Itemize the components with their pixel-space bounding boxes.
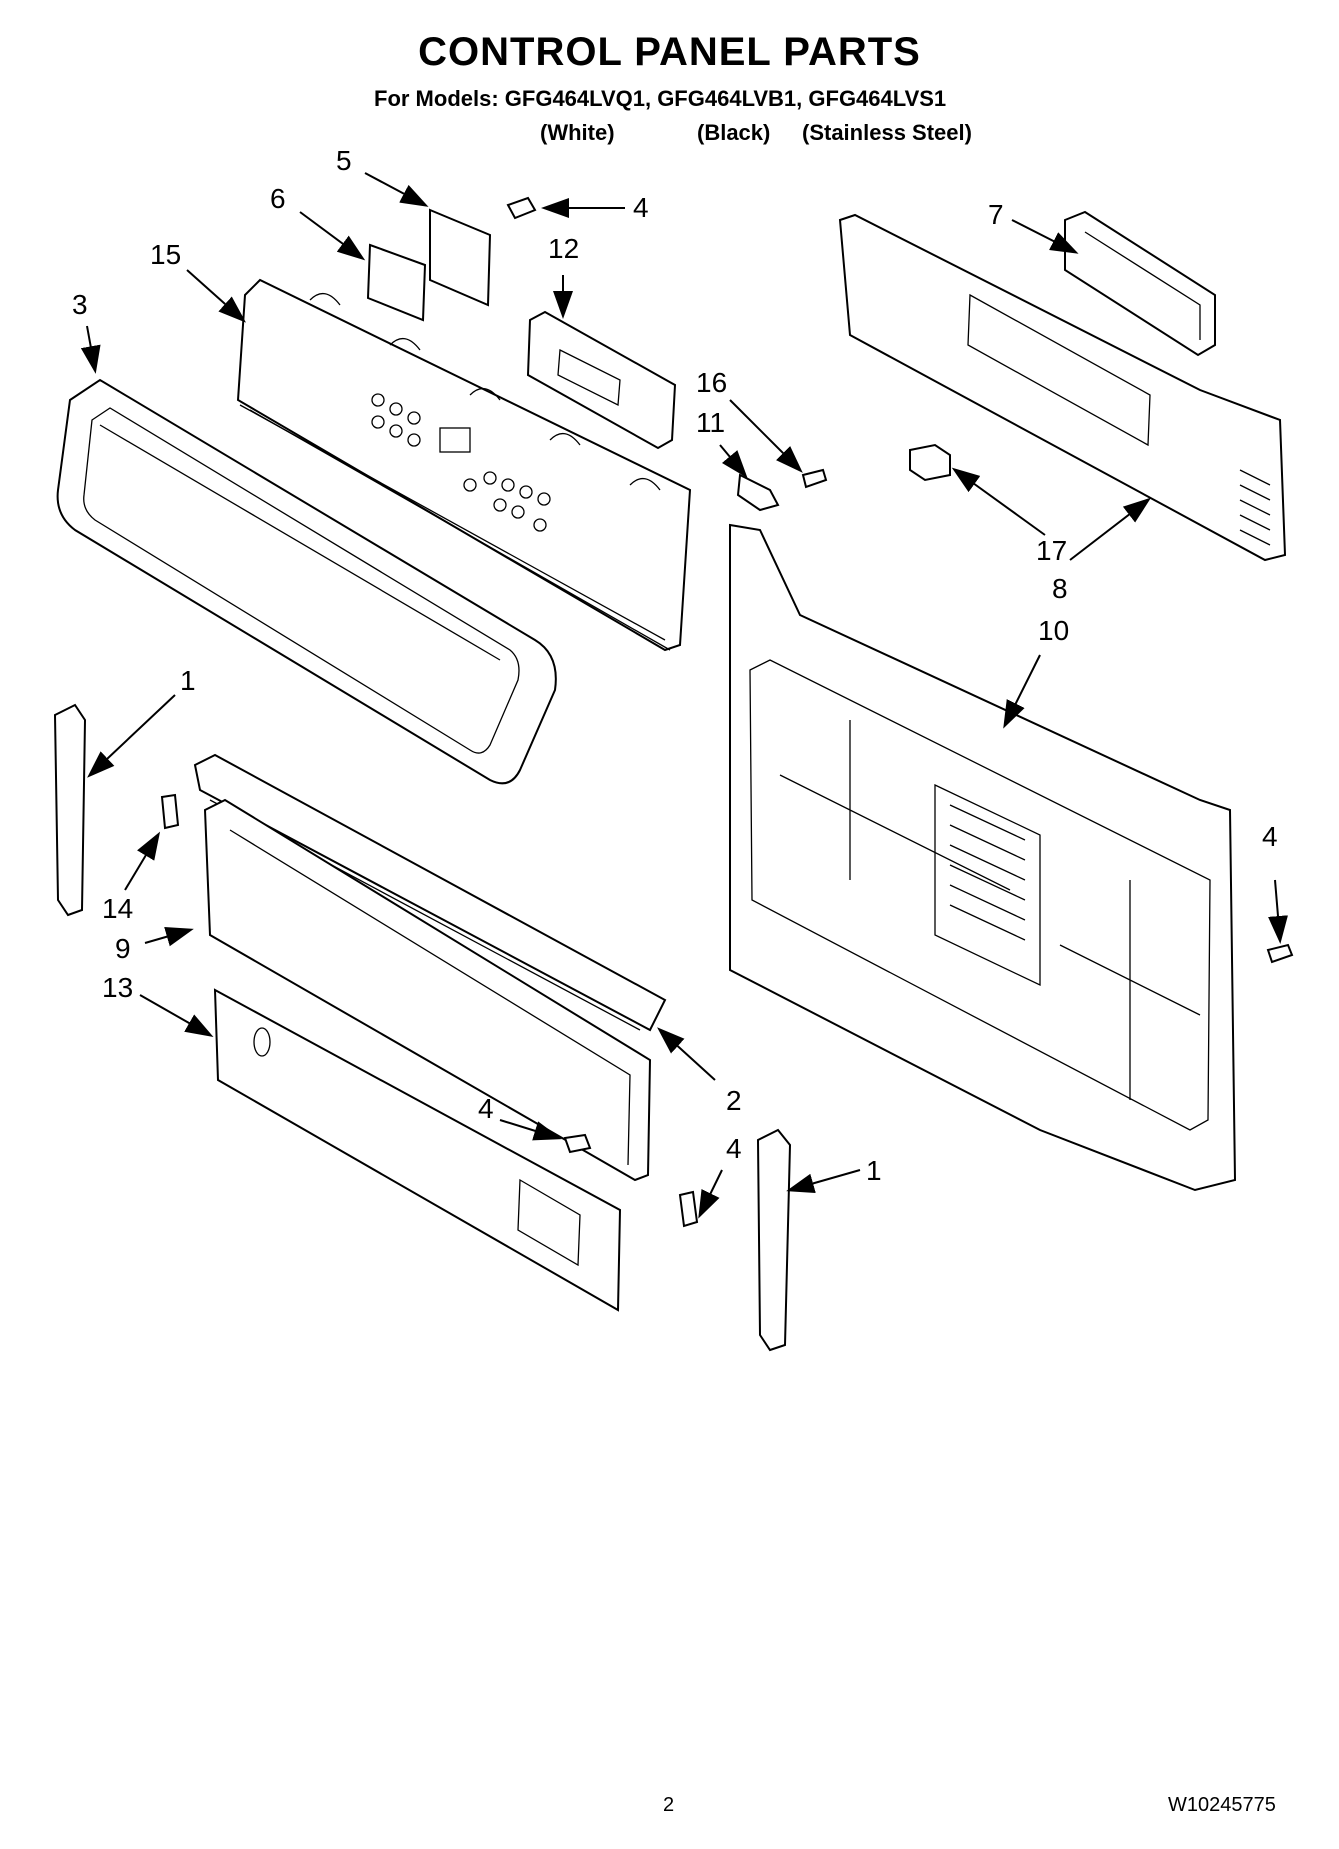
page-title: CONTROL PANEL PARTS xyxy=(418,30,921,74)
finish-stainless: (Stainless Steel) xyxy=(802,120,972,145)
callout-4-low: 4 xyxy=(726,1133,742,1164)
part-10-back-panel xyxy=(729,523,1237,1192)
callout-17: 17 xyxy=(1036,535,1067,566)
callout-16: 16 xyxy=(696,367,727,398)
callout-8: 8 xyxy=(1052,573,1068,604)
callout-7: 7 xyxy=(988,199,1004,230)
screw-icon xyxy=(160,196,1294,1228)
leader-lines xyxy=(80,172,1288,1219)
callout-6: 6 xyxy=(270,183,286,214)
document-number: W10245775 xyxy=(1168,1794,1276,1816)
part-6-bracket xyxy=(366,243,427,322)
part-3-control-panel-trim xyxy=(56,378,557,785)
callout-9: 9 xyxy=(115,933,131,964)
callout-2: 2 xyxy=(726,1085,742,1116)
finish-black: (Black) xyxy=(697,120,771,145)
callout-4-mid: 4 xyxy=(478,1093,494,1124)
callout-1-left: 1 xyxy=(180,665,196,696)
callout-5: 5 xyxy=(336,145,352,176)
callout-15: 15 xyxy=(150,239,181,270)
part-8-rear-panel xyxy=(838,213,1287,562)
part-7-vent-bracket xyxy=(1064,210,1216,357)
callout-4-right: 4 xyxy=(1262,821,1278,852)
part-11-clip xyxy=(736,473,780,512)
callout-1-right: 1 xyxy=(866,1155,882,1186)
callout-14: 14 xyxy=(102,893,133,924)
part-5-bracket xyxy=(429,208,492,307)
part-1-end-cap-left xyxy=(53,703,87,917)
part-15-control-panel xyxy=(236,278,692,652)
page-number: 2 xyxy=(663,1794,675,1816)
callout-13: 13 xyxy=(102,972,133,1003)
callout-11: 11 xyxy=(696,407,725,438)
finish-white: (White) xyxy=(540,120,615,145)
callout-3: 3 xyxy=(72,289,88,320)
callout-10: 10 xyxy=(1038,615,1069,646)
callout-4-top: 4 xyxy=(633,192,649,223)
part-12-control-board xyxy=(526,310,677,450)
part-1-end-cap-right xyxy=(756,1128,792,1352)
model-list: For Models: GFG464LVQ1, GFG464LVB1, GFG4… xyxy=(374,86,947,111)
part-17-connector xyxy=(909,443,951,482)
part-13-cover-panel xyxy=(213,988,622,1312)
part-9-bracket xyxy=(203,798,652,1182)
callout-12: 12 xyxy=(548,233,579,264)
